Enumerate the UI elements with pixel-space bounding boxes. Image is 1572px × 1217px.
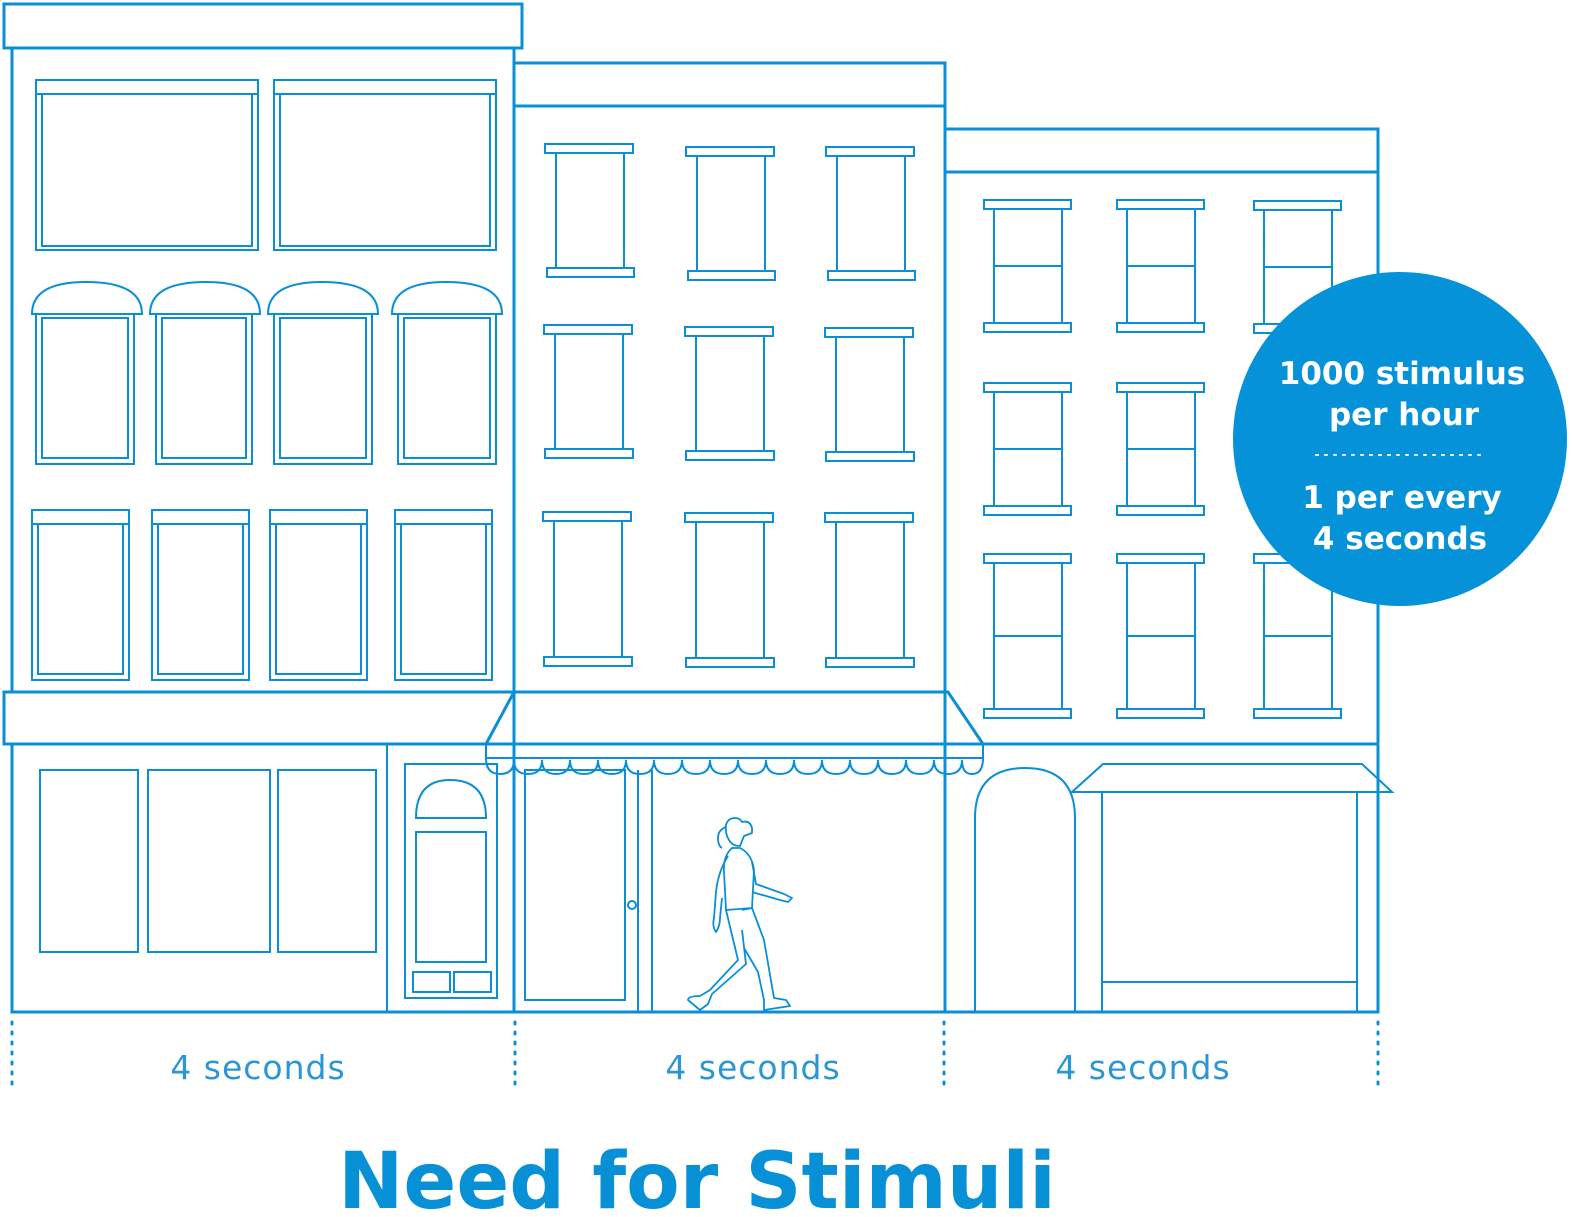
building-middle <box>483 61 986 1014</box>
walking-woman-icon <box>687 817 793 1011</box>
diagram-title: Need for Stimuli <box>338 1137 1056 1217</box>
segment-label-2: 4 seconds <box>665 1048 840 1087</box>
bubble-line-2: per hour <box>1329 397 1480 433</box>
building-left <box>2 2 524 1014</box>
stimulus-bubble: 1000 stimulus per hour 1 per every 4 sec… <box>1233 272 1567 606</box>
segment-label-1: 4 seconds <box>170 1048 345 1087</box>
segment-label-3: 4 seconds <box>1055 1048 1230 1087</box>
bubble-line-1: 1000 stimulus <box>1279 356 1526 392</box>
bubble-circle <box>1233 272 1567 606</box>
segment-markers <box>10 1020 1380 1092</box>
bubble-line-4: 4 seconds <box>1313 521 1487 557</box>
bubble-line-3: 1 per every <box>1302 480 1501 516</box>
